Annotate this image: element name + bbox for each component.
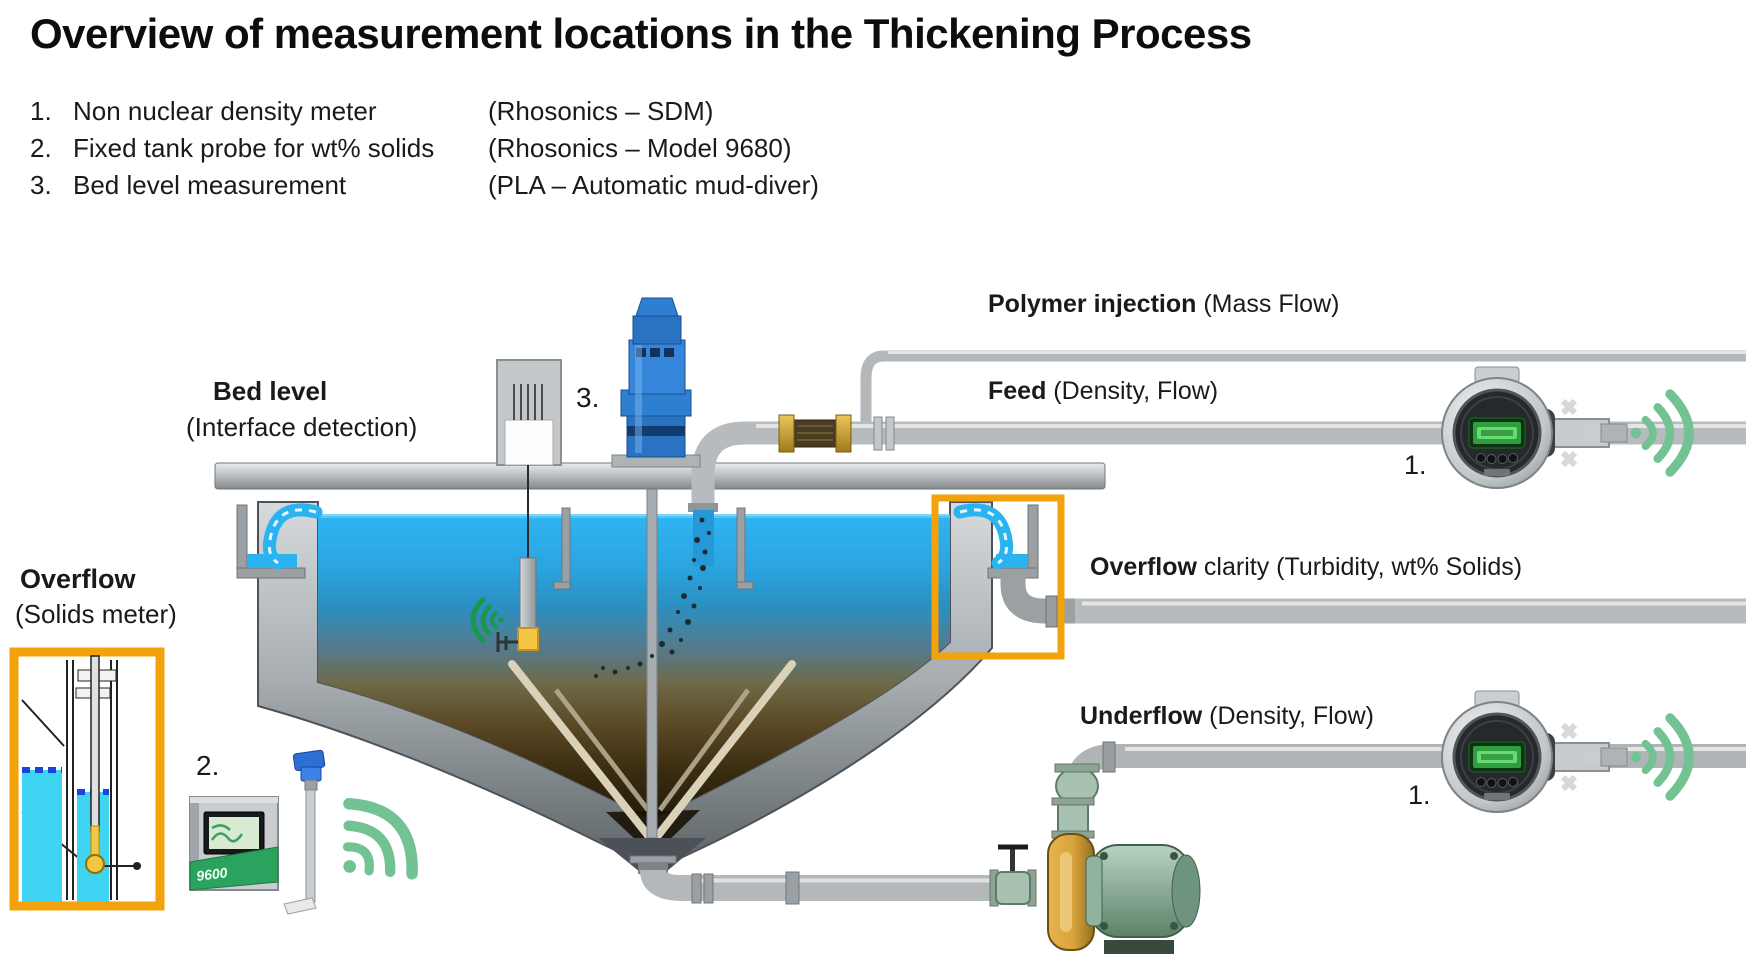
cabinet-model-label: 9600 (195, 864, 228, 884)
rake-drive-motor (611, 297, 701, 468)
label-bold: Overflow (20, 564, 136, 594)
pump-motor (1085, 844, 1201, 954)
feed-pipe-flange (688, 503, 718, 512)
label-bold: Bed level (213, 376, 328, 406)
underflow-valve (989, 844, 1037, 907)
mud-diver-housing (496, 359, 562, 466)
label-rest: clarity (Turbidity, wt% Solids) (1196, 553, 1523, 581)
underflow-pump (1047, 763, 1201, 954)
page-title: Overview of measurement locations in the… (30, 10, 1252, 57)
legend-number: 3. (30, 170, 52, 200)
density-meter-icon-underflow (1442, 691, 1627, 812)
label-overflow-left-sub: (Solids meter) (15, 599, 177, 630)
mud-diver-probe (473, 465, 539, 652)
legend-item-2: 2. Fixed tank probe for wt% solids (Rhos… (30, 133, 930, 170)
label-rest: (Mass Flow) (1196, 290, 1340, 318)
marker-feed-meter: 1. (1404, 450, 1427, 480)
transmitter-cabinet: 9600 (189, 796, 279, 891)
density-meter-icon-feed (1442, 367, 1627, 488)
tank-liquid (318, 516, 950, 820)
feedwell-stream (693, 510, 714, 566)
feedwell-plates (553, 507, 754, 590)
water-surface (318, 514, 950, 518)
legend-detail: (Rhosonics – Model 9680) (488, 133, 792, 163)
legend-item-1: 1. Non nuclear density meter (Rhosonics … (30, 96, 930, 133)
inset-float-sensor (85, 854, 105, 874)
legend-label: Fixed tank probe for wt% solids (73, 133, 435, 163)
legend-number: 2. (30, 133, 52, 163)
thickener-tank (257, 501, 993, 863)
settling-particles (594, 517, 711, 678)
label-bed-level: Bed level (213, 376, 327, 407)
legend-label: Bed level measurement (73, 170, 347, 200)
legend-item-3: 3. Bed level measurement (PLA – Automati… (30, 170, 930, 207)
solids-meter-inset (9, 647, 165, 911)
legend-detail: (PLA – Automatic mud-diver) (488, 170, 819, 200)
tank-probe (283, 749, 326, 915)
label-rest: (Interface detection) (186, 412, 418, 442)
underflow-cone-nozzle (598, 838, 706, 874)
label-overflow-left: Overflow (20, 564, 136, 595)
overflow-launder-left (236, 503, 323, 579)
marker-tank-probe: 2. (196, 750, 220, 781)
legend-list: 1. Non nuclear density meter (Rhosonics … (30, 96, 930, 207)
label-rest: (Density, Flow) (1046, 377, 1219, 405)
marker-bed-level: 3. (576, 382, 600, 413)
label-bold: Polymer injection (988, 290, 1197, 318)
overflow-pipe (1000, 572, 1746, 628)
underflow-suction-pipe (640, 868, 1000, 905)
label-polymer-injection: Polymer injection (Mass Flow) (988, 290, 1339, 319)
rake-assembly (508, 487, 796, 842)
expansion-joint (778, 414, 895, 453)
overflow-highlight-box (931, 494, 1065, 660)
label-overflow-clarity: Overflow clarity (Turbidity, wt% Solids) (1090, 553, 1522, 582)
label-bold: Feed (988, 377, 1047, 405)
polymer-pipe (860, 350, 1746, 424)
label-underflow: Underflow (Density, Flow) (1080, 702, 1374, 731)
legend-detail: (Rhosonics – SDM) (488, 96, 714, 126)
marker-underflow-meter: 1. (1408, 780, 1431, 810)
label-feed: Feed (Density, Flow) (988, 377, 1218, 406)
label-bold: Overflow (1090, 553, 1197, 581)
label-rest: (Solids meter) (15, 599, 177, 629)
tank-shell (257, 501, 993, 863)
label-bold: Underflow (1080, 702, 1203, 730)
label-rest: (Density, Flow) (1202, 702, 1374, 730)
probe-sensor-tip (517, 627, 539, 651)
legend-label: Non nuclear density meter (73, 96, 377, 126)
legend-number: 1. (30, 96, 52, 126)
wireless-signal-icon (313, 788, 429, 905)
label-bed-level-sub: (Interface detection) (186, 412, 417, 443)
drive-shaft (646, 487, 658, 839)
